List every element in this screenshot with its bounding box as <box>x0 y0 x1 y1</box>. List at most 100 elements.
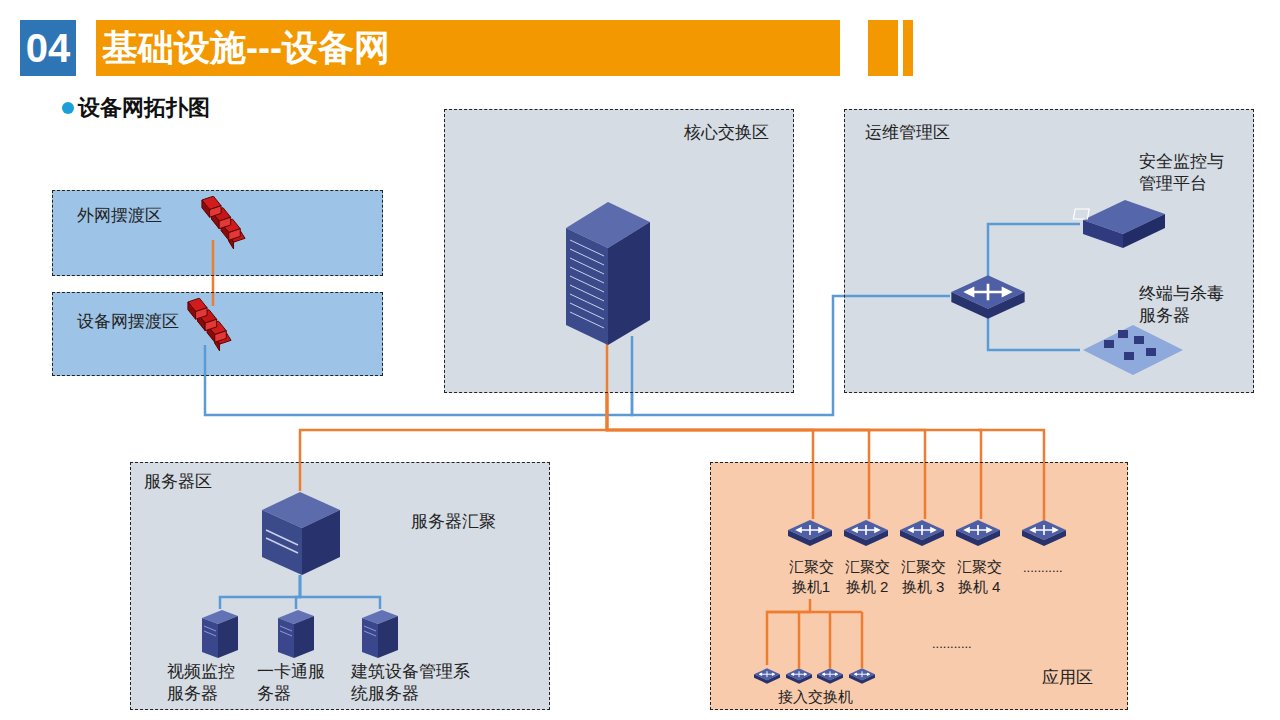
node-label: 安全监控与 管理平台 <box>1139 151 1233 195</box>
zone-fill <box>710 462 1128 710</box>
diagram-art <box>570 240 604 328</box>
diagram-art <box>951 275 1024 318</box>
core-slot <box>570 312 604 328</box>
diagram-art <box>1073 209 1089 219</box>
title-bar <box>96 20 840 76</box>
diagram-art <box>1104 340 1114 348</box>
core-slot <box>570 249 604 265</box>
link-line <box>205 376 632 415</box>
bullet <box>62 102 74 114</box>
diagram-art <box>266 530 298 545</box>
diagram-art <box>978 430 1044 520</box>
diagram-art <box>1083 220 1123 248</box>
diagram-art <box>606 340 609 393</box>
zone: 外网摆渡区 <box>52 190 383 276</box>
link-line <box>607 393 925 519</box>
diagram-art <box>566 228 608 345</box>
diagram-art <box>988 224 1080 282</box>
server-node: 视频监控 服务器 <box>163 609 250 709</box>
device-node: 服务器汇聚 <box>259 491 512 575</box>
zone-fill <box>844 109 1254 393</box>
diagram-art <box>212 240 215 276</box>
diagram-art <box>266 538 298 553</box>
diagram-art <box>631 336 634 393</box>
node-label: 终端与杀毒 服务器 <box>1139 283 1233 327</box>
diagram-art <box>956 520 1000 546</box>
section-number: 04 <box>20 20 76 76</box>
diagram-art <box>188 298 231 351</box>
ellipsis-note: ........... <box>1023 560 1063 575</box>
link-line <box>300 575 380 609</box>
node-label: 设备网摆渡区 <box>77 311 207 333</box>
server-node: 建筑设备管理系 统服务器 <box>348 609 488 709</box>
ellipsis-note: ........... <box>932 636 972 651</box>
switch-node: 汇聚交 换机 2 <box>839 519 898 599</box>
zone: 运维管理区安全监控与 管理平台终端与杀毒 服务器 <box>844 109 1254 393</box>
core-slot <box>570 276 604 292</box>
section-heading: 设备网拓扑图 <box>78 94 210 122</box>
diagram-art <box>844 295 950 298</box>
node-label: 建筑设备管理系 统服务器 <box>351 661 481 705</box>
switch-node: 汇聚交 换机1 <box>783 519 842 599</box>
diagram-art <box>1083 325 1183 375</box>
diagram-art <box>754 668 780 683</box>
diagram-art <box>900 520 944 546</box>
node-label: 应用区 <box>1042 667 1112 689</box>
diagram-art <box>212 292 215 306</box>
node-label: 服务器汇聚 <box>411 511 509 533</box>
link-line <box>300 393 607 491</box>
link-line <box>607 393 869 519</box>
diagram-art <box>849 668 875 683</box>
node-label: 汇聚交 换机1 <box>783 557 839 596</box>
diagram-art <box>278 610 314 658</box>
title-text: 基础设施---设备网 <box>102 24 390 72</box>
core-slot <box>570 303 604 319</box>
link-line <box>767 599 810 665</box>
link-line <box>632 296 844 415</box>
core-slot <box>570 267 604 283</box>
switch-node: 汇聚交 换机 3 <box>895 519 954 599</box>
diagram-art <box>1118 330 1128 338</box>
link-line <box>220 575 300 609</box>
core-slot <box>570 240 604 256</box>
deco-bar <box>903 20 913 76</box>
diagram-art <box>204 345 207 376</box>
node-label: 一卡通服 务器 <box>257 661 337 705</box>
core-slot <box>570 294 604 310</box>
node-label: 服务器区 <box>144 471 244 493</box>
node-label: 汇聚交 换机 3 <box>895 557 951 596</box>
diagram-art <box>608 222 650 345</box>
diagram-art <box>988 312 1080 350</box>
diagram-art <box>1124 352 1134 360</box>
aggregation-server <box>262 492 340 575</box>
core-slot <box>570 285 604 301</box>
diagram-art <box>844 520 888 546</box>
zone: 应用区 汇聚交 换机1汇聚交 换机 2汇聚交 换机 3汇聚交 换机 4 接入交换机 <box>710 462 1128 710</box>
diagram-art <box>788 520 832 546</box>
zone: 服务器区服务器汇聚视频监控 服务器一卡通服 务器建筑设备管理系 统服务器 <box>130 462 550 710</box>
node-label: 运维管理区 <box>865 122 985 144</box>
core-switch <box>566 202 650 345</box>
zone: 核心交换区 <box>444 109 794 393</box>
zone-fill <box>444 109 794 393</box>
device-node: 终端与杀毒 服务器 <box>1081 283 1236 378</box>
number-box <box>20 20 76 76</box>
server-node: 一卡通服 务器 <box>255 609 340 709</box>
diagram-art <box>302 510 340 575</box>
device-node: 安全监控与 管理平台 <box>1081 151 1236 251</box>
switch-node: 汇聚交 换机 4 <box>951 519 1010 599</box>
zone: 设备网摆渡区 <box>52 292 383 376</box>
node-label: 汇聚交 换机 2 <box>839 557 895 596</box>
diagram-art <box>262 510 302 575</box>
node-label: 视频监控 服务器 <box>167 661 247 705</box>
link-line <box>607 393 981 519</box>
diagram-art <box>202 610 238 658</box>
link-line <box>212 276 215 292</box>
node-label: 外网摆渡区 <box>77 205 277 227</box>
zone-fill <box>130 462 550 710</box>
diagram-art <box>786 668 812 683</box>
diagram-art <box>767 612 862 668</box>
diagram-art <box>1134 336 1144 344</box>
switch-node: 接入交换机 <box>753 665 880 710</box>
